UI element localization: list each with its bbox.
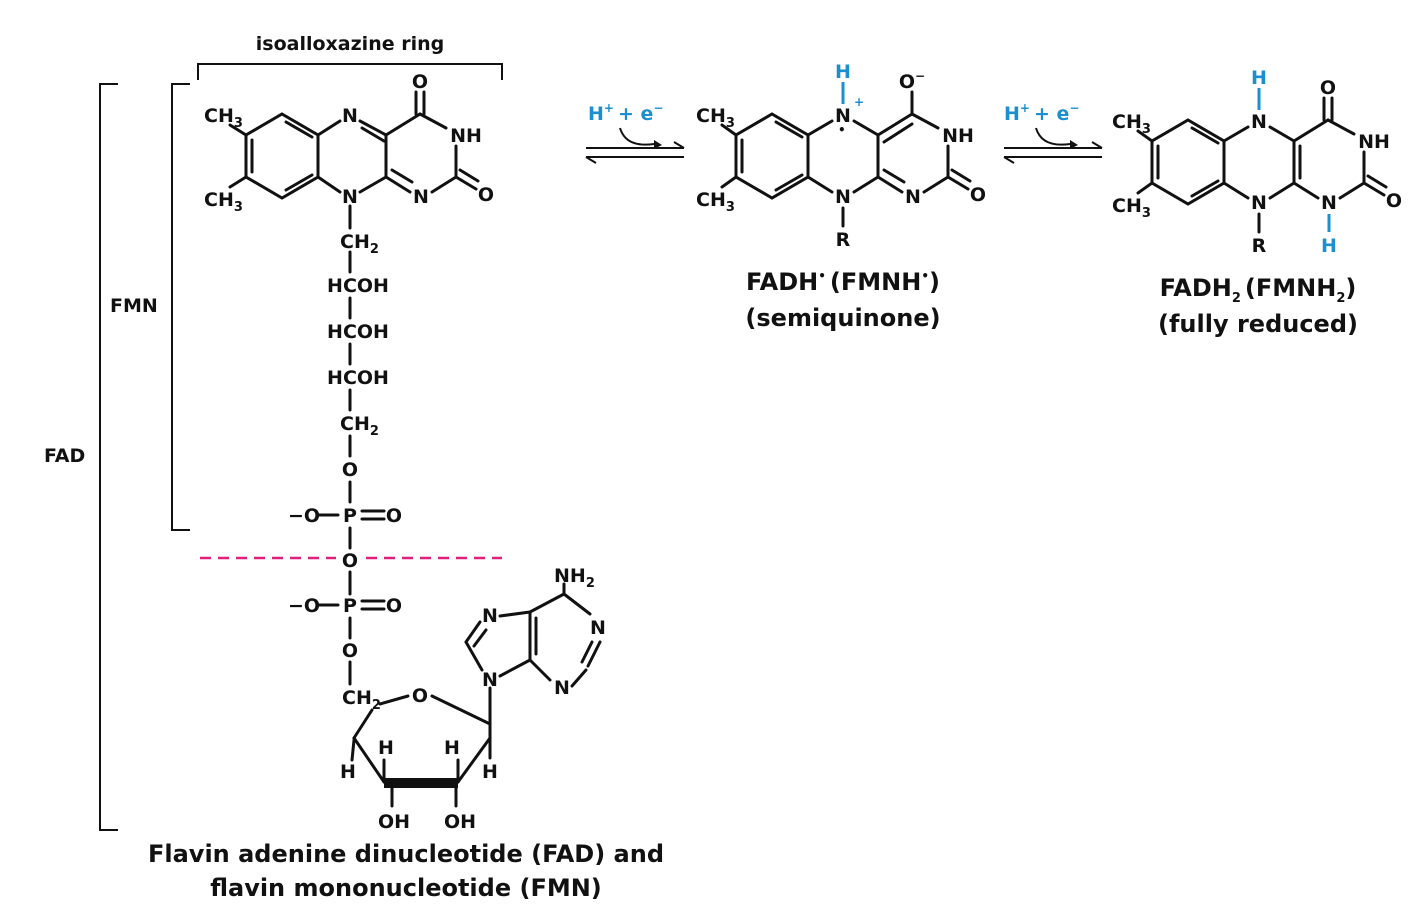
atom-oh-1: OH <box>378 811 410 833</box>
reagent-1: H++ e− <box>588 101 663 125</box>
atom-o-ribose: O <box>412 685 428 707</box>
red-ch3-bottom: CH3 <box>1112 195 1151 221</box>
semi-n5: N <box>835 105 851 127</box>
atom-oh-2: OH <box>444 811 476 833</box>
atom-o-p1: O <box>386 505 402 527</box>
atom-n7: N <box>482 605 498 627</box>
semi-ch3-top: CH3 <box>696 105 735 131</box>
fad-label: FAD <box>44 445 85 467</box>
semi-n1: N <box>905 186 921 208</box>
atom-h-r2: H <box>444 737 460 759</box>
red-o4: O <box>1320 77 1336 99</box>
atom-ch3-top: CH3 <box>204 105 243 131</box>
red-h1: H <box>1321 235 1337 257</box>
atom-n1: N <box>413 186 429 208</box>
atom-o2: O <box>478 184 494 206</box>
atom-n3-ad: N <box>554 677 570 699</box>
semiquinone-desc: (semiquinone) <box>745 304 940 332</box>
semi-n10: N <box>835 186 851 208</box>
equilibrium-arrow-1: H++ e− <box>585 101 685 164</box>
atom-n10: N <box>342 186 358 208</box>
red-n5: N <box>1251 111 1267 133</box>
atom-o-bridge: O <box>342 550 358 572</box>
pyrophosphate: −O P O O −O P O O <box>288 505 402 686</box>
isoalloxazine-bracket: isoalloxazine ring <box>197 33 503 80</box>
atom-ch2-a: CH2 <box>340 231 379 257</box>
semi-o2: O <box>970 184 986 206</box>
equilibrium-arrow-2: H++ e− <box>1003 101 1103 164</box>
atom-n1-ad: N <box>590 617 606 639</box>
atom-o-p2: O <box>386 595 402 617</box>
fad-bracket: FAD <box>44 83 118 831</box>
atom-hcoh-1: HCOH <box>327 275 389 297</box>
atom-p1: P <box>343 505 357 527</box>
atom-o-minus-2: −O <box>288 595 320 617</box>
atom-ch2-c: CH2 <box>342 687 381 713</box>
atom-n9: N <box>482 669 498 691</box>
semi-nh3: NH <box>942 125 974 147</box>
semi-n5-charge: + <box>854 95 864 109</box>
atom-nh3: NH <box>450 125 482 147</box>
reduced-structure: CH3 CH3 N H N R O NH N H O <box>1112 67 1402 257</box>
fmn-label: FMN <box>110 295 158 317</box>
red-ch3-top: CH3 <box>1112 111 1151 137</box>
atom-h-r4: H <box>482 761 498 783</box>
red-nh3: NH <box>1358 131 1390 153</box>
adenine: N N NH2 N N <box>464 565 606 726</box>
atom-o-minus-1: −O <box>288 505 320 527</box>
isoalloxazine-label: isoalloxazine ring <box>256 33 444 55</box>
semi-radical-dot: • <box>838 123 846 137</box>
atom-hcoh-2: HCOH <box>327 321 389 343</box>
semi-ch3-bottom: CH3 <box>696 189 735 215</box>
atom-h-r1: H <box>378 737 394 759</box>
isoalloxazine-ring: CH3 CH3 N N O NH N O <box>204 71 494 215</box>
reagent-2: H++ e− <box>1004 101 1079 125</box>
atom-n5: N <box>342 105 358 127</box>
caption-line-2: flavin mononucleotide (FMN) <box>210 874 602 902</box>
red-n1: N <box>1321 192 1337 214</box>
atom-p2: P <box>343 595 357 617</box>
atom-hcoh-3: HCOH <box>327 367 389 389</box>
atom-o-ester-2: O <box>342 640 358 662</box>
atom-o-ester-1: O <box>342 459 358 481</box>
reduced-name: FADH2(FMNH2) <box>1160 274 1357 306</box>
atom-ch2-b: CH2 <box>340 413 379 439</box>
caption-line-1: Flavin adenine dinucleotide (FAD) and <box>148 840 664 868</box>
atom-h-r3: H <box>340 761 356 783</box>
fmn-bracket: FMN <box>110 83 190 531</box>
red-o2: O <box>1386 190 1402 212</box>
ribose-ring: CH2 O H H H H OH OH <box>340 685 498 833</box>
reduced-desc: (fully reduced) <box>1158 310 1358 338</box>
semi-o4: O− <box>899 69 925 93</box>
atom-ch3-bottom: CH3 <box>204 189 243 215</box>
semi-h5: H <box>835 61 851 83</box>
atom-o4: O <box>412 71 428 93</box>
red-r: R <box>1252 235 1267 257</box>
semiquinone-name: FADH•(FMNH•) <box>746 268 940 296</box>
semiquinone-structure: CH3 CH3 N + • H N R O− NH N O <box>696 61 986 251</box>
ribityl-chain: CH2 HCOH HCOH HCOH CH2 O <box>327 204 389 504</box>
atom-nh2: NH2 <box>554 565 595 591</box>
red-h5: H <box>1251 67 1267 89</box>
semi-r: R <box>836 229 851 251</box>
red-n10: N <box>1251 192 1267 214</box>
